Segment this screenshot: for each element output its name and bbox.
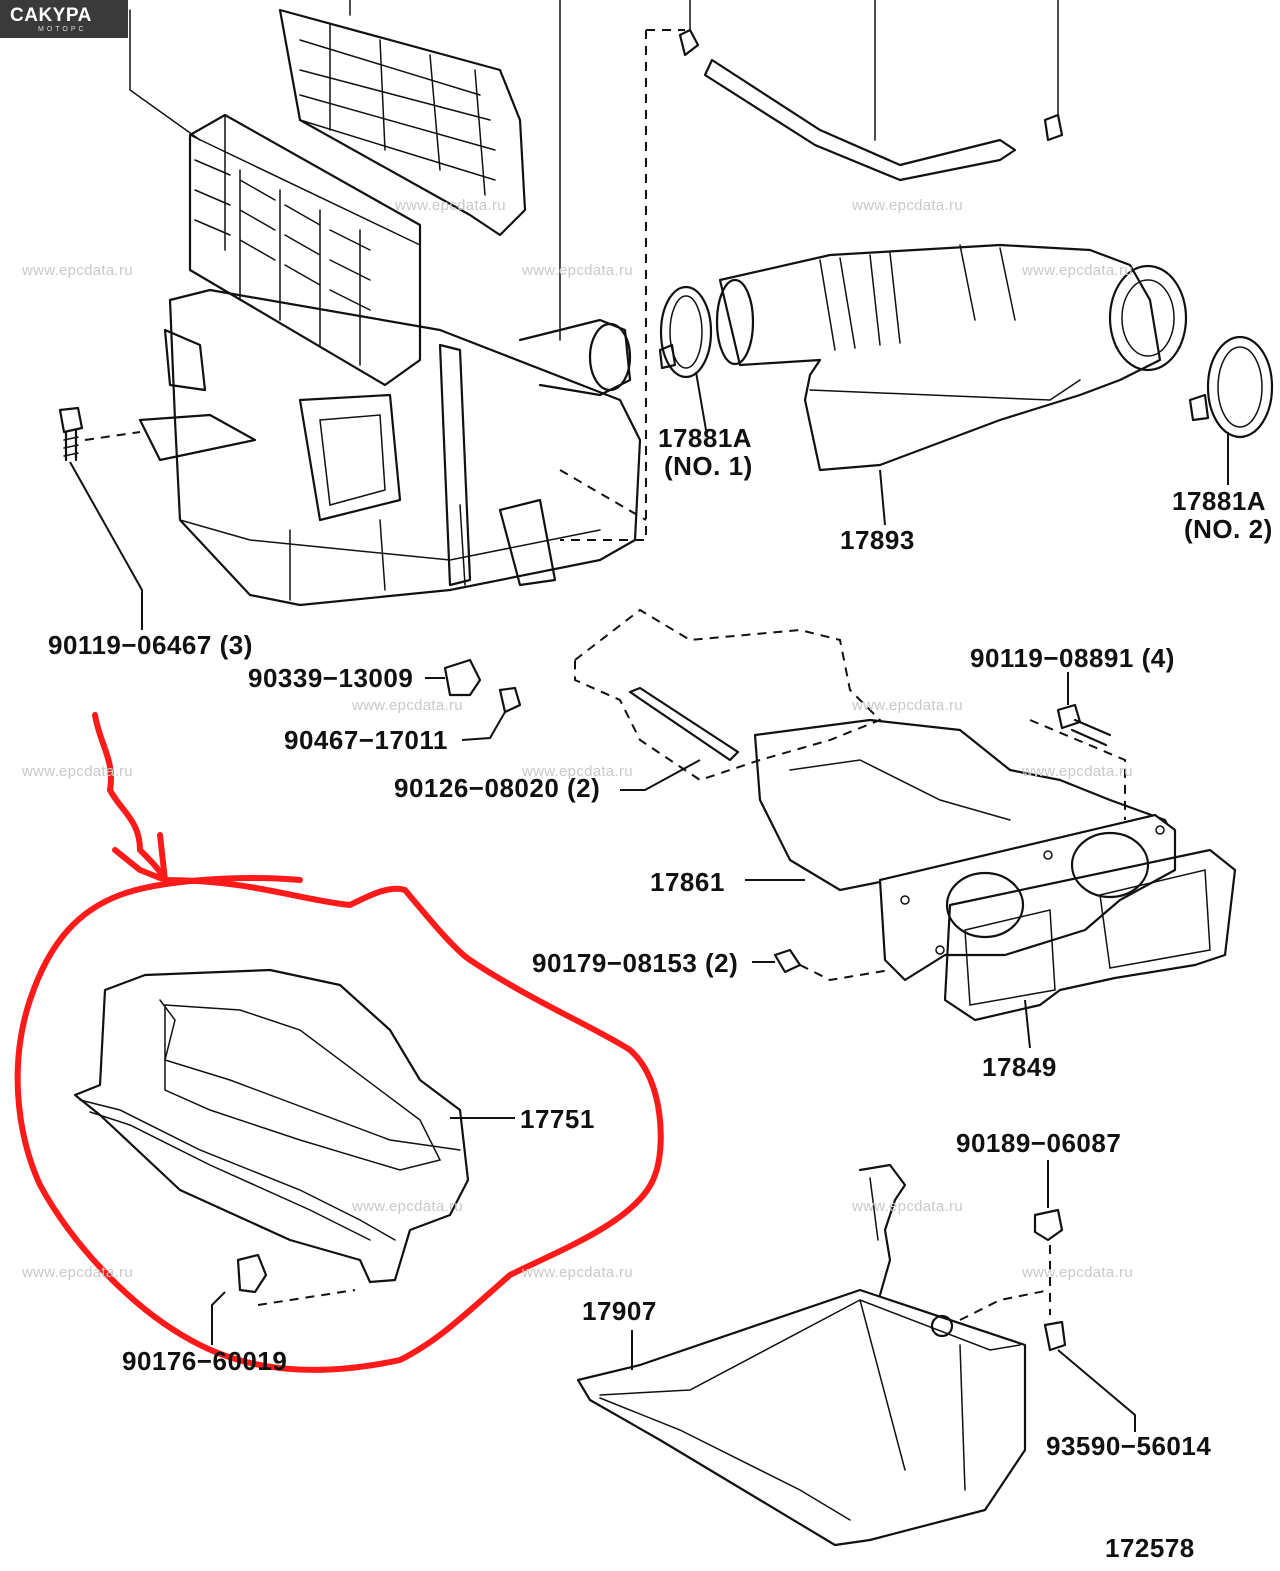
watermark: www.epcdata.ru [1022,262,1133,279]
air-cleaner-housing-drawing [129,0,642,607]
watermark: www.epcdata.ru [1022,763,1133,780]
watermark: www.epcdata.ru [852,1198,963,1215]
part-label-17893: 17893 [840,525,915,555]
part-label-17881a-no2: 17881A [1172,486,1267,516]
watermark: www.epcdata.ru [352,1198,463,1215]
air-guide-17907-drawing [576,1163,1051,1547]
part-label-93590-56014: 93590−56014 [1046,1431,1212,1461]
watermark: www.epcdata.ru [352,697,463,714]
bolt-90119-08891-drawing [1056,672,1112,747]
part-label-17907: 17907 [582,1296,657,1326]
part-label-90119-08891: 90119−08891 (4) [970,643,1175,673]
clip-90176-60019-drawing [211,1253,356,1345]
hose-clamp-drawings [658,285,1274,485]
part-label-17849: 17849 [982,1052,1057,1082]
part-label-90176-60019: 90176−60019 [122,1346,288,1376]
part-label-17861: 17861 [650,867,725,897]
watermark: www.epcdata.ru [1022,1264,1133,1281]
part-label-17751: 17751 [520,1104,595,1134]
clip-90189-06087-drawing [1033,1160,1136,1432]
part-label-17881a-no1-qty: (NO. 1) [664,451,753,481]
logo-sub-text: MOTOPC [38,26,87,33]
part-label-90119-06467: 90119−06467 (3) [48,630,253,660]
logo-brand-text: CAKYPA [10,5,92,26]
part-label-90189-06087: 90189−06087 [956,1128,1122,1158]
watermark: www.epcdata.ru [852,197,963,214]
resonator-17751-drawing [73,968,515,1284]
part-label-17881a-no2-qty: (NO. 2) [1184,514,1273,544]
part-label-90339-13009: 90339−13009 [248,663,414,693]
part-label-17881a-no1: 17881A [658,423,753,453]
hose-drawing [678,0,1064,182]
part-label-90179-08153: 90179−08153 (2) [532,948,739,978]
intake-duct-17893-drawing [715,243,1188,526]
watermark: www.epcdata.ru [395,197,506,214]
watermark: www.epcdata.ru [522,262,633,279]
gasket-17849-drawing [943,848,1237,1049]
watermark: www.epcdata.ru [22,262,133,279]
diagram-number: 172578 [1105,1533,1195,1563]
part-label-90126-08020: 90126−08020 (2) [394,773,601,803]
watermark: www.epcdata.ru [22,1264,133,1281]
red-highlight-annotation [14,712,664,1373]
part-label-90467-17011: 90467−17011 [284,725,448,755]
watermark: www.epcdata.ru [22,763,133,780]
site-logo: CAKYPA MOTOPC [0,0,128,38]
watermark: www.epcdata.ru [852,697,963,714]
small-fasteners-drawing [425,658,802,974]
watermark: www.epcdata.ru [522,1264,633,1281]
watermark: www.epcdata.ru [522,763,633,780]
bolt-90119-06467-drawing [58,406,143,630]
